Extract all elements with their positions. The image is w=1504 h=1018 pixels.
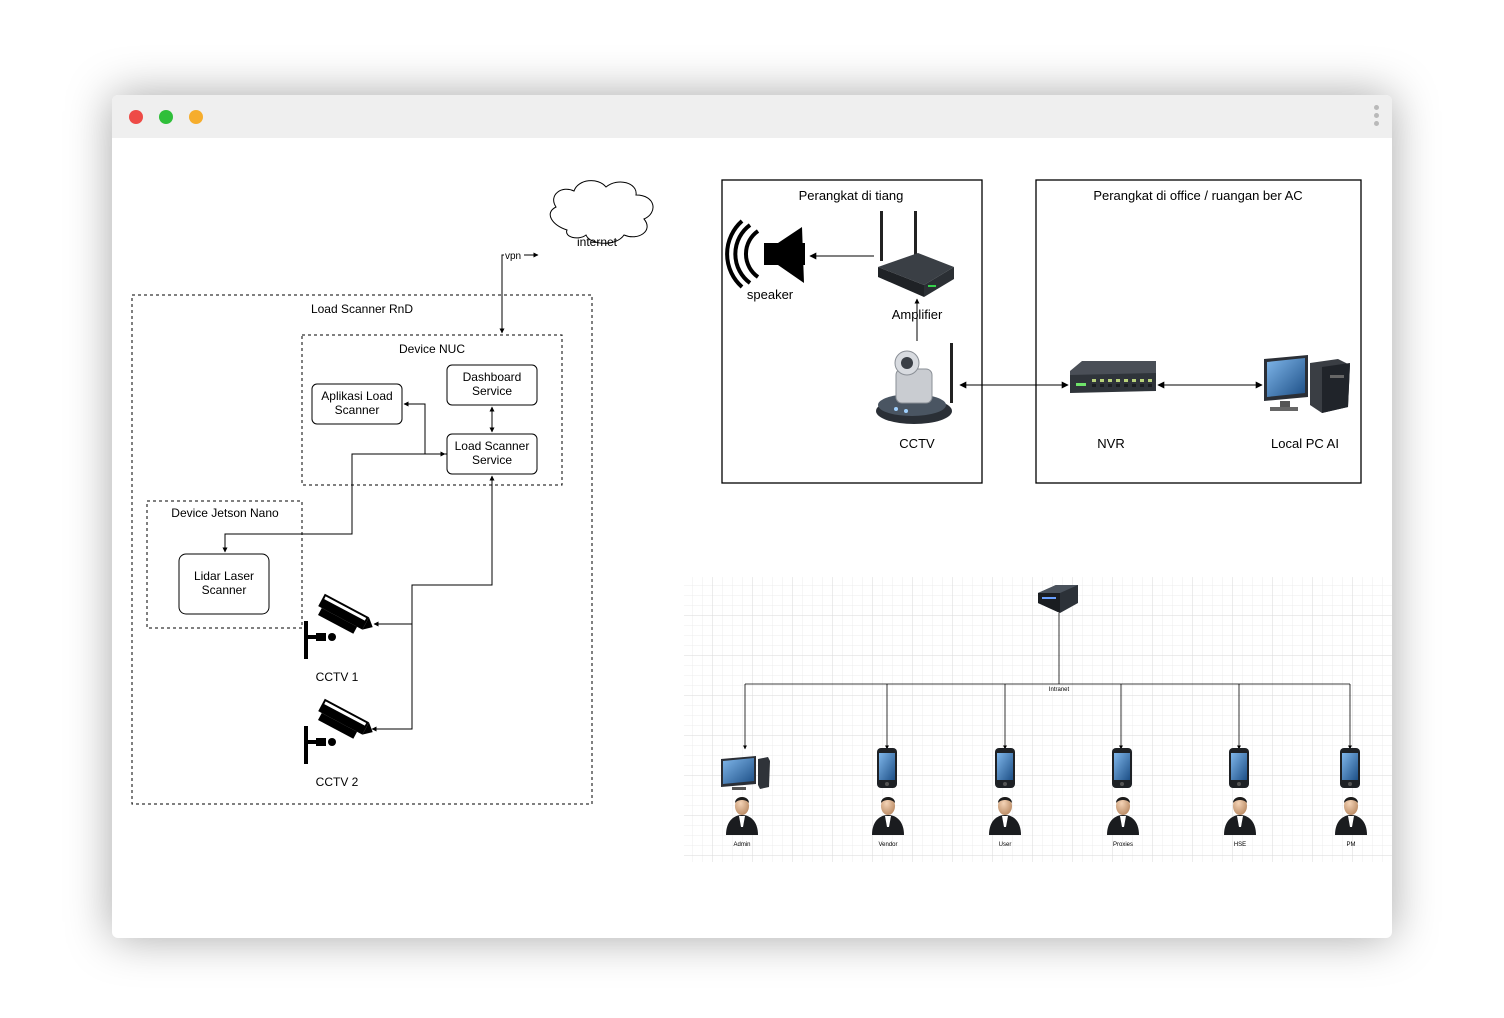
speaker-label: speaker	[747, 287, 794, 302]
nvr-label: NVR	[1097, 436, 1124, 451]
lidar-line1: Lidar Laser	[194, 569, 254, 583]
lss-line1: Load Scanner	[455, 439, 530, 453]
cctv-2-icon[interactable]	[304, 698, 376, 764]
intranet-diagram: Intranet	[684, 577, 1392, 862]
role-label-hse: HSE	[1234, 842, 1246, 848]
role-label-vendor: Vendor	[878, 842, 897, 848]
user-person-icon	[989, 797, 1021, 835]
browser-window: Load Scanner RnD Device NUC Device Jetso…	[112, 95, 1392, 938]
grid-background	[684, 577, 1392, 862]
jetson-container	[146, 500, 303, 629]
internet-cloud[interactable]: internet	[549, 180, 654, 249]
lidar-laser-scanner-box[interactable]: Lidar Laser Scanner	[178, 553, 270, 615]
role-label-pm: PM	[1347, 842, 1356, 848]
proxies-person-icon	[1107, 797, 1139, 835]
cctv-1-icon[interactable]	[304, 593, 376, 659]
local-pc-label: Local PC AI	[1271, 436, 1339, 451]
dashboard-service-box[interactable]: Dashboard Service	[446, 364, 538, 406]
intranet-connectors	[743, 613, 1352, 750]
office-container	[1035, 179, 1362, 484]
pm-person-icon	[1335, 797, 1367, 835]
office-title: Perangkat di office / ruangan ber AC	[1093, 188, 1302, 203]
lss-line2: Service	[472, 453, 512, 467]
cctv-label: CCTV	[899, 436, 935, 451]
vendor-phone-icon[interactable]	[877, 748, 897, 788]
network-diagram: Perangkat di tiang Perangkat di office /…	[721, 179, 1362, 484]
network-connectors	[809, 252, 1263, 389]
zoom-dot[interactable]	[189, 110, 203, 124]
role-label-admin: Admin	[733, 842, 750, 848]
rnd-container-label: Load Scanner RnD	[311, 302, 413, 316]
amplifier-icon[interactable]	[878, 211, 954, 297]
kebab-menu-icon[interactable]	[1374, 105, 1380, 129]
aplikasi-load-scanner-box[interactable]: Aplikasi Load Scanner	[311, 383, 403, 425]
cctv-2-label: CCTV 2	[316, 775, 359, 789]
internet-label: internet	[577, 235, 618, 249]
load-scanner-service-box[interactable]: Load Scanner Service	[446, 433, 538, 475]
title-bar	[112, 95, 1392, 138]
admin-person-icon	[726, 797, 758, 835]
server-icon[interactable]	[1038, 585, 1078, 613]
cctv-camera-icon[interactable]	[876, 343, 953, 424]
jetson-container-label: Device Jetson Nano	[171, 506, 279, 520]
user-phone-icon[interactable]	[995, 748, 1015, 788]
close-dot[interactable]	[129, 110, 143, 124]
vendor-person-icon	[872, 797, 904, 835]
aplikasi-line2: Scanner	[335, 403, 380, 417]
vpn-label: vpn	[505, 251, 521, 262]
local-pc-icon[interactable]	[1264, 355, 1350, 413]
pm-phone-icon[interactable]	[1340, 748, 1360, 788]
hse-phone-icon[interactable]	[1229, 748, 1249, 788]
nuc-container-label: Device NUC	[399, 342, 465, 356]
lidar-line2: Scanner	[202, 583, 247, 597]
cctv-1-label: CCTV 1	[316, 670, 359, 684]
intranet-label: Intranet	[1049, 687, 1070, 693]
role-label-user: User	[999, 842, 1012, 848]
proxies-phone-icon[interactable]	[1112, 748, 1132, 788]
hse-person-icon	[1224, 797, 1256, 835]
speaker-icon[interactable]	[725, 219, 805, 289]
load-scanner-rnd-diagram: Load Scanner RnD Device NUC Device Jetso…	[131, 180, 654, 805]
nvr-icon[interactable]	[1070, 361, 1156, 393]
diagram-canvas: Load Scanner RnD Device NUC Device Jetso…	[131, 179, 1392, 862]
rnd-container	[131, 294, 593, 805]
admin-desktop-icon[interactable]	[721, 756, 770, 790]
aplikasi-line1: Aplikasi Load	[321, 389, 392, 403]
role-label-proxies: Proxies	[1113, 842, 1133, 848]
tiang-title: Perangkat di tiang	[799, 188, 904, 203]
rnd-connectors	[222, 252, 539, 732]
minimize-dot[interactable]	[159, 110, 173, 124]
dashboard-line1: Dashboard	[463, 370, 522, 384]
tiang-container	[721, 179, 983, 484]
dashboard-line2: Service	[472, 384, 512, 398]
